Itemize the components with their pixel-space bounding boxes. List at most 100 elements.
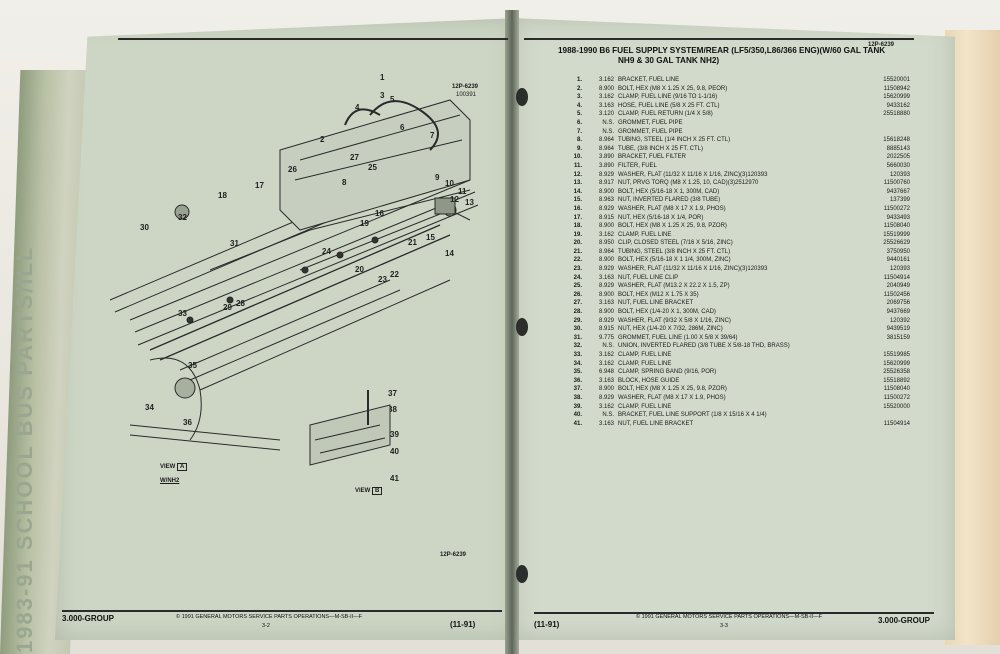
view-b-text: VIEW [355, 488, 371, 494]
callout-label: 40 [390, 447, 399, 456]
part-number-index: 3. [576, 94, 582, 101]
part-description: BRACKET, FUEL LINE [618, 77, 680, 83]
part-number [858, 119, 910, 128]
part-number-index: 8. [576, 137, 582, 144]
part-description: CLAMP, FUEL LINE (9/16 TO 1-1/16) [618, 94, 718, 101]
callout-label: 22 [390, 270, 399, 279]
part-description: CLIP, CLOSED STEEL (7/16 X 5/16, ZINC) [618, 240, 733, 247]
part-description: WASHER, FLAT (M13.2 X 22.2 X 1.5, ZP) [618, 283, 730, 290]
callout-label: 6 [400, 123, 405, 132]
part-number: 11500272 [883, 205, 910, 212]
callout-label: 12 [450, 195, 459, 204]
group-number: 8.900 [598, 223, 614, 230]
part-description: CLAMP, FUEL LINE [618, 360, 672, 367]
part-description: TUBING, STEEL (1/4 INCH X 25 FT. CTL) [618, 137, 731, 144]
group-number: N.S. [602, 128, 614, 135]
footer-rule-right [534, 612, 934, 614]
callout-label: 26 [288, 165, 297, 174]
view-b-box: B [372, 487, 383, 495]
part-description: WASHER, FLAT (M8 X 17 X 1.9, PHOS) [618, 205, 726, 212]
group-number: 8.900 [598, 309, 614, 316]
group-number: 8.964 [598, 137, 614, 144]
binder-hole [516, 565, 528, 583]
part-number: 25526358 [883, 369, 910, 376]
part-number-index: 41. [573, 420, 582, 427]
part-number: 25518880 [883, 111, 910, 118]
part-description: BRACKET, FUEL LINE SUPPORT (1/8 X 15/16 … [618, 412, 767, 419]
callout-label: 29 [223, 303, 232, 312]
part-description: GROMMET, FUEL PIPE [618, 128, 683, 135]
part-number: 120392 [889, 317, 910, 324]
parts-row: 40.N.S.BRACKET, FUEL LINE SUPPORT (1/8 X… [560, 411, 910, 420]
callout-label: 7 [430, 131, 435, 140]
part-number: 9437669 [886, 309, 910, 316]
part-description: BOLT, HEX (5/16-18 X 1, 300M, CAD) [618, 188, 720, 195]
part-description: BLOCK, HOSE GUIDE [618, 377, 680, 384]
part-number: 120393 [889, 171, 910, 178]
callout-label: 4 [355, 103, 360, 112]
part-number-index: 6. [576, 119, 582, 126]
footer-copyright-left: © 1991 GENERAL MOTORS SERVICE PARTS OPER… [176, 614, 363, 620]
binding-gutter [505, 10, 519, 654]
part-number: 11504914 [883, 274, 910, 281]
part-number: 11508942 [883, 85, 910, 92]
part-number-index: 34. [573, 360, 582, 367]
callout-label: 9 [435, 173, 440, 182]
diagram-code-2: 100391 [456, 92, 477, 98]
part-number-index: 12. [573, 171, 582, 178]
top-rule-right [524, 38, 914, 40]
group-number: 8.929 [598, 317, 614, 324]
top-rule-left [118, 38, 508, 40]
callout-label: 38 [388, 405, 397, 414]
group-number: N.S. [602, 119, 614, 126]
part-number-index: 10. [573, 154, 582, 161]
part-description: BOLT, HEX (M8 X 1.25 X 25, 9.8, PEOR) [618, 85, 728, 92]
part-number: 9439519 [886, 326, 910, 333]
part-number: 15520001 [883, 77, 910, 83]
view-b-label: VIEW B [355, 487, 383, 495]
part-number-index: 29. [573, 317, 582, 324]
part-number [858, 128, 910, 137]
part-description: CLAMP, FUEL LINE [618, 403, 672, 410]
part-description: UNION, INVERTED FLARED (3/8 TUBE X 5/8-1… [618, 343, 790, 350]
group-number: 8.900 [598, 188, 614, 195]
part-description: GROMMET, FUEL PIPE [618, 119, 683, 126]
group-number: 6.948 [598, 369, 614, 376]
group-number: 8.929 [598, 266, 614, 273]
part-number-index: 25. [573, 283, 582, 290]
diagram-code: 12P-6239 [452, 84, 479, 90]
callout-label: 11 [458, 187, 467, 196]
part-number-index: 13. [573, 180, 582, 187]
group-number: 3.890 [598, 162, 614, 169]
group-number: 8.900 [598, 85, 614, 92]
part-description: HOSE, FUEL LINE (5/8 X 25 FT. CTL) [618, 102, 720, 109]
footer-date-left: (11-91) [450, 620, 476, 629]
section-title-line1: 1988-1990 B6 FUEL SUPPLY SYSTEM/REAR (LF… [558, 46, 886, 55]
part-number: 11502456 [883, 291, 910, 298]
part-number-index: 31. [573, 334, 582, 341]
part-description: WASHER, FLAT (9/32 X 5/8 X 1/16, ZINC) [618, 317, 731, 324]
group-number: 3.162 [598, 231, 614, 238]
part-number: 11508040 [883, 386, 910, 393]
